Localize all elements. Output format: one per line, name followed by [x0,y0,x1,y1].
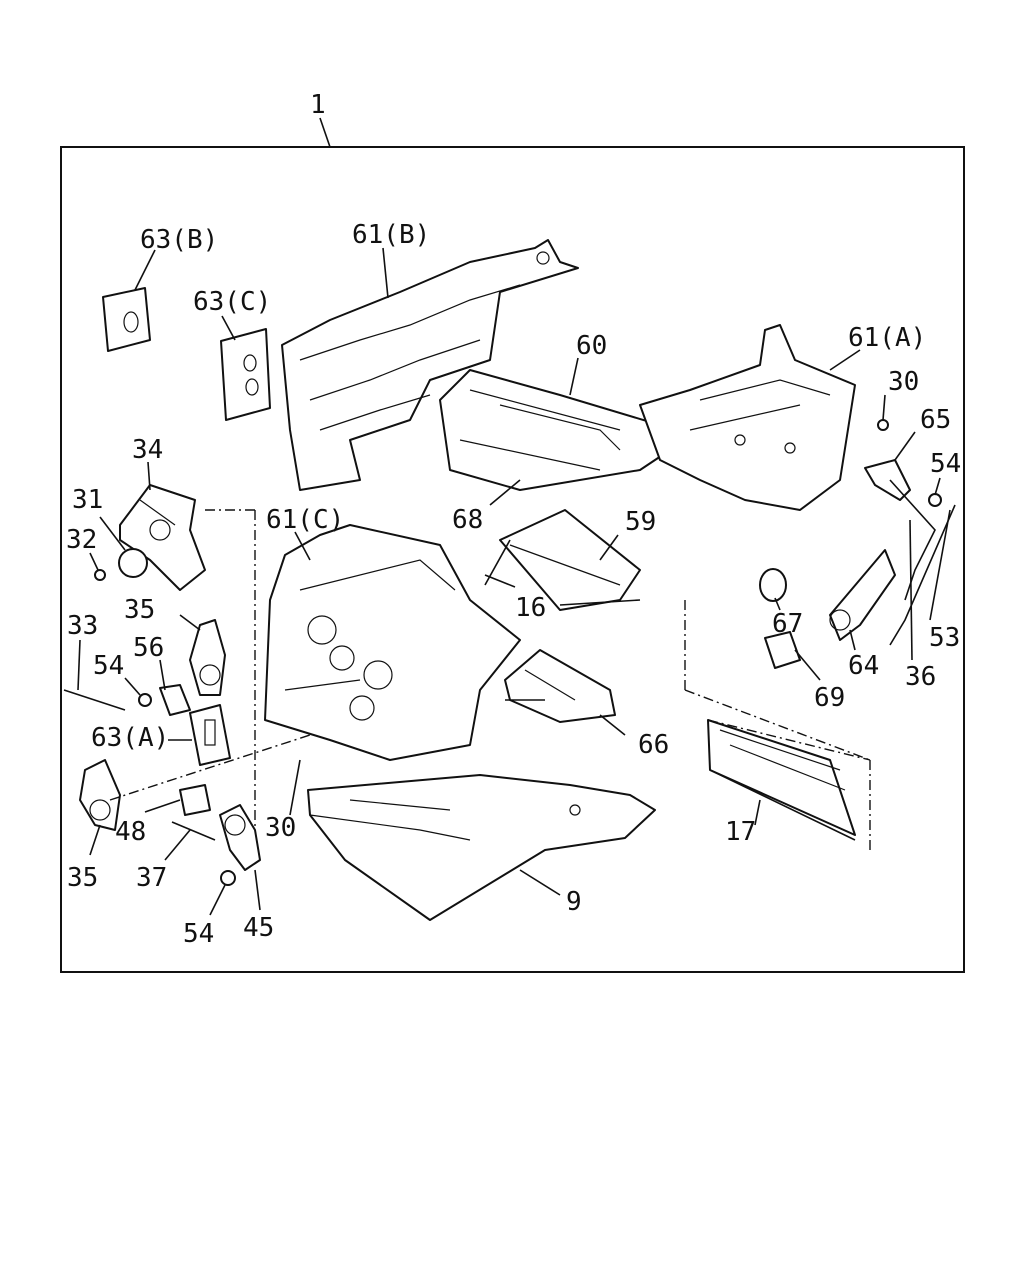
part-32-screw [94,569,106,581]
part-17-filter [707,719,871,850]
label-54-upper: 54 [930,449,961,479]
part-59-heater-core [484,509,641,611]
label-53: 53 [929,623,960,653]
part-60-evaporator-housing [439,369,671,491]
leader-lines [77,247,951,916]
part-36-rod [889,479,936,601]
label-33: 33 [67,611,98,641]
label-54-mid: 54 [93,651,124,681]
label-63b: 63(B) [140,225,218,255]
label-48: 48 [115,817,146,847]
part-66-filter-door [504,649,616,723]
assembly-leader [319,117,331,148]
label-59: 59 [625,507,656,537]
part-63a-seal [189,704,231,766]
label-64: 64 [848,651,879,681]
label-16: 16 [515,593,546,623]
part-33-rod [63,689,126,711]
part-61c-lower-housing [264,524,521,761]
label-69: 69 [814,683,845,713]
label-9: 9 [566,887,582,917]
part-35-lower-arm [79,759,121,831]
label-32: 32 [66,525,97,555]
label-30-lower: 30 [265,813,296,843]
part-61b-upper-case [281,239,579,491]
part-31-gear [118,548,148,578]
label-63a: 63(A) [91,723,169,753]
part-labels: 63(B) 61(B) 63(C) 60 61(A) 30 65 54 34 3… [66,220,961,949]
label-54-lower: 54 [183,919,214,949]
label-36: 36 [905,662,936,692]
label-17: 17 [725,817,756,847]
label-61c: 61(C) [266,505,344,535]
part-67-motor [759,568,787,602]
part-45-lever [219,804,261,871]
part-34-actuator [119,484,206,591]
part-54-right-screw [928,493,942,507]
label-65: 65 [920,405,951,435]
label-63c: 63(C) [193,287,271,317]
label-30-upper: 30 [888,367,919,397]
part-64-actuator [829,549,896,641]
label-68: 68 [452,505,483,535]
label-61b: 61(B) [352,220,430,250]
part-9-lower-case [307,774,656,921]
label-56: 56 [133,633,164,663]
assembly-frame [60,146,965,973]
part-48-link [179,784,211,816]
label-60: 60 [576,331,607,361]
part-63c-pad [220,328,271,421]
label-67: 67 [772,609,803,639]
part-69-connector [764,631,801,669]
label-35-lower: 35 [67,863,98,893]
part-63b-pad [102,287,151,352]
part-56-lever [159,684,191,716]
part-54-lower-screw [220,870,236,886]
label-assembly: 1 [310,90,326,120]
part-35-upper-arm [189,619,226,696]
label-45: 45 [243,913,274,943]
label-31: 31 [72,485,103,515]
part-30-upper-screw [877,419,889,431]
part-53-rod [889,504,956,646]
label-35-upper: 35 [124,595,155,625]
label-37: 37 [136,863,167,893]
label-61a: 61(A) [848,323,926,353]
assembly-centerlines [109,509,871,830]
part-61a-right-case [639,324,856,511]
label-34: 34 [132,435,163,465]
part-37-pin [171,821,216,841]
part-54-upper-screw [138,693,152,707]
label-66: 66 [638,730,669,760]
